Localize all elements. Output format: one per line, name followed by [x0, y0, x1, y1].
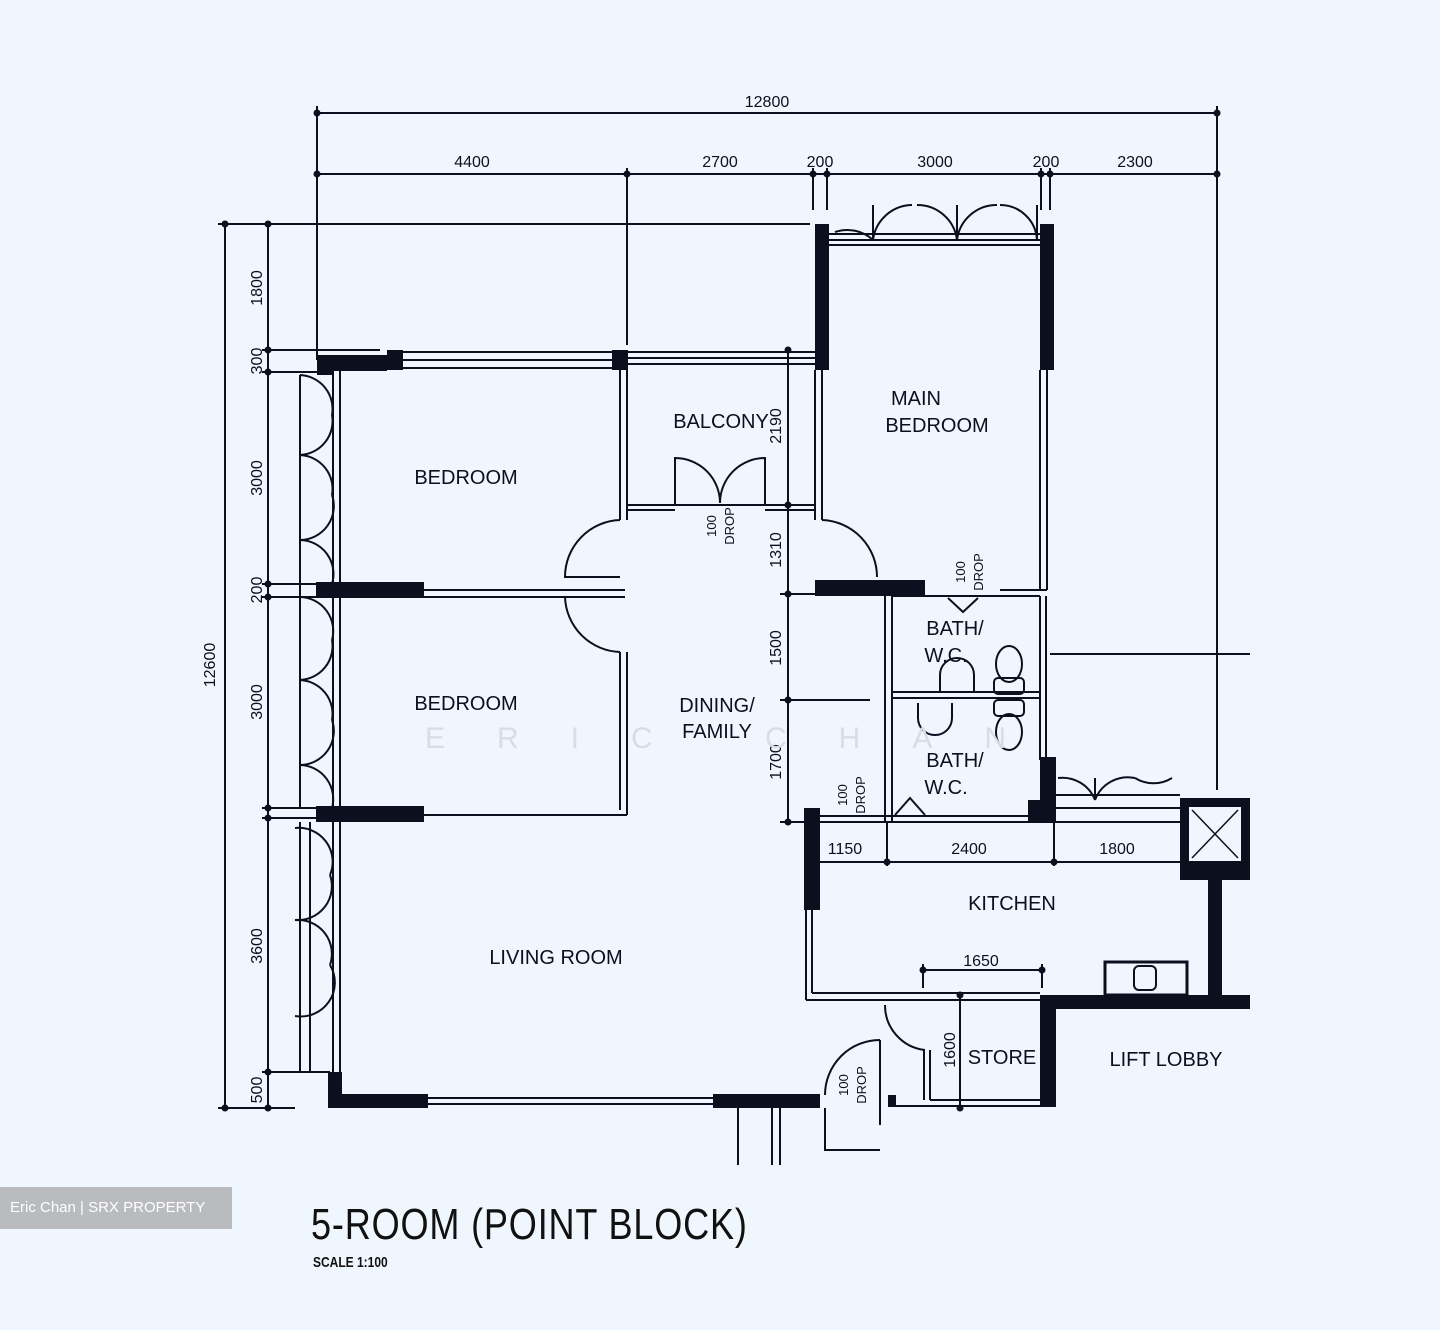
dim-left-6: 500 [249, 1077, 266, 1104]
dim-corridor-3: 1700 [768, 744, 785, 780]
lift-shaft-cross [1191, 809, 1239, 859]
dim-left-2: 3000 [249, 460, 266, 496]
dim-corridor-1: 1310 [768, 532, 785, 568]
dim-top-3: 3000 [917, 154, 953, 171]
dimension-labels: 12800 4400 2700 200 3000 200 2300 12600 … [202, 94, 1153, 1103]
label-dining-1: DINING/ [679, 695, 755, 717]
drop-label: DROP [722, 507, 737, 545]
label-bath-2a: BATH/ [926, 750, 984, 772]
dim-top-2: 200 [807, 154, 834, 171]
dim-top-0: 4400 [454, 154, 490, 171]
dim-top-5: 2300 [1117, 154, 1153, 171]
label-living-room: LIVING ROOM [489, 947, 622, 969]
drop-value: 100 [704, 515, 719, 537]
kitchen-sink [1103, 960, 1189, 997]
dim-corridor-2: 1500 [768, 630, 785, 666]
label-balcony: BALCONY [673, 411, 769, 433]
label-store: STORE [968, 1047, 1037, 1069]
dim-kitchen-0: 1150 [828, 841, 863, 858]
overall-width: 12800 [745, 94, 790, 111]
dim-left-4: 3000 [249, 684, 266, 720]
partitions [299, 233, 1180, 1107]
room-labels: BEDROOM BEDROOM BALCONY MAIN BEDROOM DIN… [414, 388, 1222, 1071]
sink-basin [1133, 965, 1157, 991]
drop-value: 100 [836, 1074, 851, 1096]
dimension-lines [218, 106, 1250, 1165]
dim-balcony: 2190 [768, 408, 785, 444]
drop-notes: 100 DROP 100 DROP 100 DROP 100 DROP [704, 507, 986, 1104]
structural-walls [316, 224, 1250, 1108]
drop-value: 100 [953, 561, 968, 583]
overall-height: 12600 [202, 643, 219, 688]
label-bedroom-1: BEDROOM [414, 467, 517, 489]
watermark: ERIC CHAN [425, 722, 1059, 755]
label-main-bedroom-1: MAIN [891, 388, 941, 410]
drop-value: 100 [835, 784, 850, 806]
label-dining-2: FAMILY [682, 721, 752, 743]
label-kitchen: KITCHEN [968, 893, 1056, 915]
door-swings [294, 203, 1173, 1151]
label-bath-1a: BATH/ [926, 618, 984, 640]
dim-left-0: 1800 [249, 270, 266, 306]
dim-top-1: 2700 [702, 154, 738, 171]
dim-counter: 1650 [963, 953, 999, 970]
dim-left-1: 300 [249, 348, 266, 375]
drop-label: DROP [853, 776, 868, 814]
drop-label: DROP [971, 553, 986, 591]
drop-label: DROP [854, 1066, 869, 1104]
dim-store: 1600 [942, 1032, 959, 1068]
plan-scale: SCALE 1:100 [313, 1254, 388, 1271]
dim-top-4: 200 [1033, 154, 1060, 171]
credit-badge: Eric Chan | SRX PROPERTY [0, 1187, 232, 1229]
dim-left-3: 200 [249, 577, 266, 604]
floor-plan: 12800 4400 2700 200 3000 200 2300 12600 … [202, 94, 1250, 1165]
plan-title: 5-ROOM (POINT BLOCK) [311, 1200, 748, 1249]
dimension-ticks [221, 109, 1221, 1112]
label-bedroom-2: BEDROOM [414, 693, 517, 715]
label-lift-lobby: LIFT LOBBY [1109, 1049, 1222, 1071]
label-bath-2b: W.C. [924, 777, 967, 799]
dim-left-5: 3600 [249, 928, 266, 964]
label-main-bedroom-2: BEDROOM [885, 415, 988, 437]
bathroom-fixtures [894, 597, 1025, 816]
dim-kitchen-2: 1800 [1099, 841, 1135, 858]
label-bath-1b: W.C. [924, 645, 967, 667]
dim-kitchen-1: 2400 [951, 841, 987, 858]
